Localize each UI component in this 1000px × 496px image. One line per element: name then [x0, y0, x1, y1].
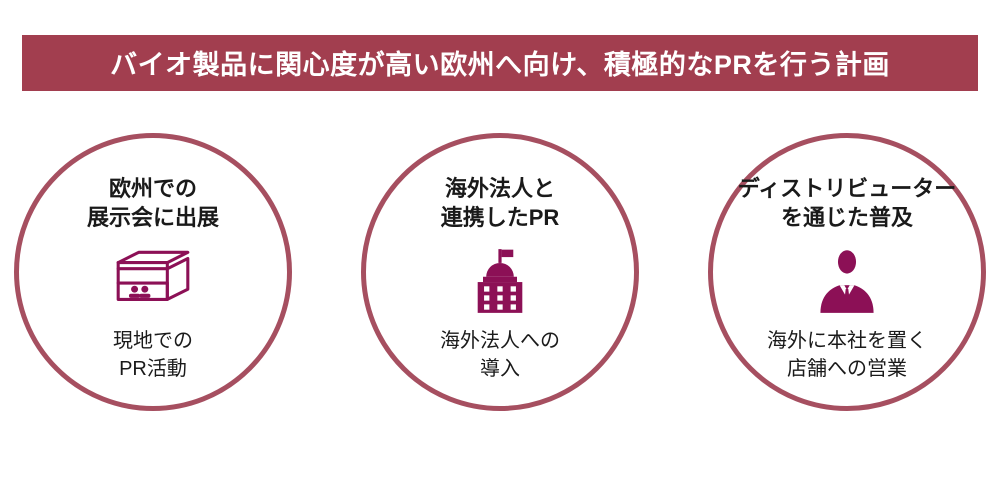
card-distributor: ディストリビューター を通じた普及 海外に本社を置く 店舗への営業 — [708, 133, 986, 411]
card-caption: 海外に本社を置く 店舗への営業 — [767, 330, 927, 380]
card-caption: 海外法人への 導入 — [440, 330, 560, 380]
overseas-office-building-icon — [466, 245, 534, 317]
card-title: 欧州での 展示会に出展 — [86, 176, 219, 231]
card-overseas-pr: 海外法人と 連携したPR — [361, 133, 639, 411]
plan-cards-row: 欧州での 展示会に出展 現地での PR活動 海 — [0, 133, 1000, 411]
banner-title: バイオ製品に関心度が高い欧州へ向け、積極的なPRを行う計画 — [110, 50, 890, 80]
card-caption: 現地での PR活動 — [113, 330, 193, 380]
card-exhibition: 欧州での 展示会に出展 現地での PR活動 — [14, 133, 292, 411]
distributor-businessman-icon — [813, 245, 881, 317]
card-title: 海外法人と 連携したPR — [440, 176, 560, 231]
exhibition-booth-icon — [110, 245, 196, 317]
banner: バイオ製品に関心度が高い欧州へ向け、積極的なPRを行う計画 — [22, 35, 978, 91]
card-title: ディストリビューター を通じた普及 — [737, 176, 957, 231]
